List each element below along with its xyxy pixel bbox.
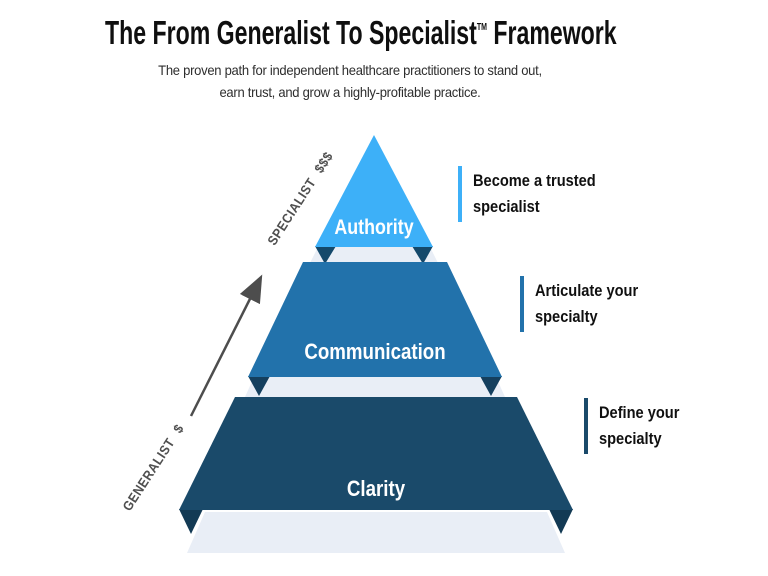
annotation-clarity-line-2: specialty [599, 429, 662, 448]
level-clarity [179, 397, 573, 510]
fold-communication-left [248, 376, 270, 396]
subtitle-line-1: The proven path for independent healthca… [158, 61, 542, 78]
annotation-communication-line-2: specialty [535, 307, 598, 326]
title-suffix: Framework [486, 14, 617, 51]
fold-clarity-left [179, 509, 203, 534]
level-label-clarity: Clarity [347, 478, 406, 502]
level-label-communication: Communication [304, 341, 445, 365]
growth-arrow-icon [189, 274, 263, 417]
annotation-authority-line-1: Become a trusted [473, 171, 596, 190]
trademark-symbol: TM [476, 22, 487, 33]
level-communication [248, 262, 502, 377]
path-label-generalist: GENERALIST $ [119, 421, 187, 514]
gap-band-top [310, 247, 438, 263]
annotation-authority-line-2: specialist [473, 197, 540, 216]
base-platform [187, 512, 565, 553]
annotation-communication: Articulate your specialty [520, 276, 655, 332]
title-text: The From Generalist To Specialist [105, 14, 477, 51]
annotation-authority: Become a trusted specialist [458, 166, 616, 222]
annotation-clarity-line-1: Define your [599, 403, 680, 422]
fold-clarity-right [549, 509, 573, 534]
page-title: The From Generalist To SpecialistTM Fram… [105, 14, 617, 52]
fold-authority-right [412, 246, 433, 264]
gap-band-middle [245, 377, 505, 397]
fold-authority-left [315, 246, 336, 264]
header: The From Generalist To SpecialistTM Fram… [0, 14, 700, 103]
level-label-authority: Authority [334, 216, 413, 240]
level-authority [315, 135, 433, 247]
annotation-communication-line-1: Articulate your [535, 281, 639, 300]
subtitle-line-2: earn trust, and grow a highly-profitable… [219, 83, 481, 100]
page-subtitle: The proven path for independent healthca… [25, 59, 676, 103]
fold-communication-right [480, 376, 502, 396]
annotation-clarity: Define your specialty [584, 398, 693, 454]
